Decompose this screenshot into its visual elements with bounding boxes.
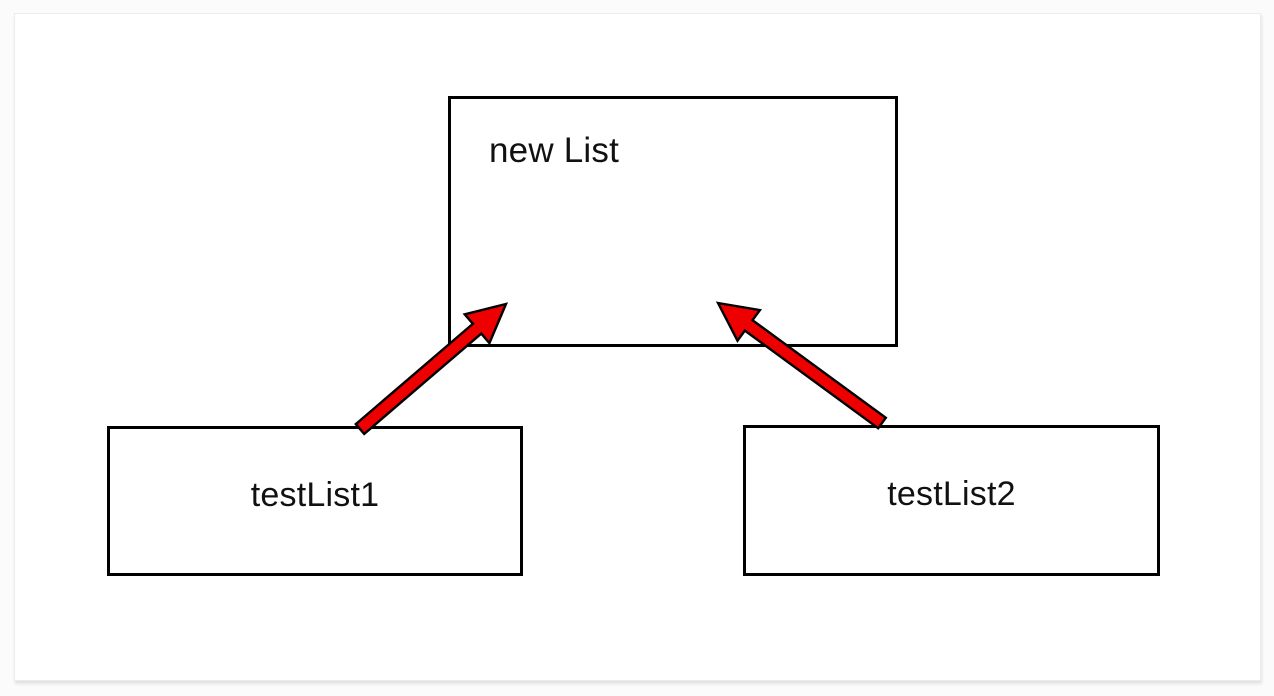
node-test-list-2-label: testList2 [887,475,1016,513]
slide-canvas: new List testList1 testList2 [14,13,1261,681]
node-test-list-1: testList1 [107,426,523,576]
node-test-list-1-label: testList1 [250,475,380,514]
node-new-list-label: new List [489,131,619,170]
node-test-list-2: testList2 [743,425,1160,576]
node-new-list: new List [448,96,898,347]
